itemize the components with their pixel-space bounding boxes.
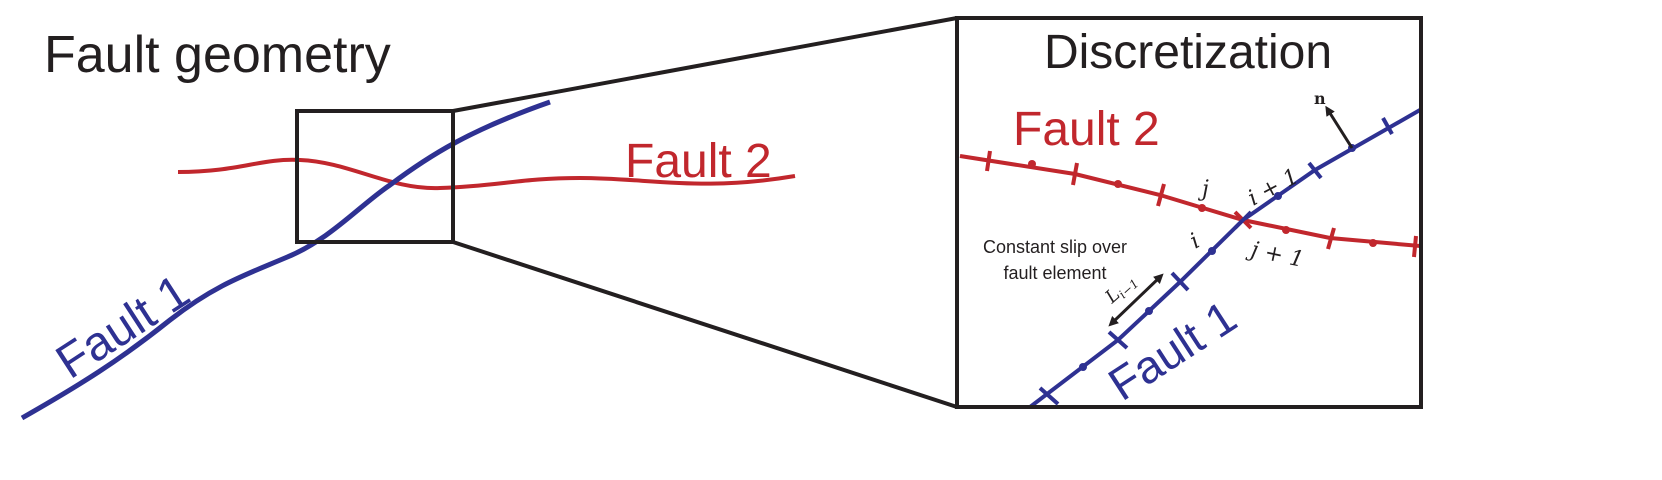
fault2-tick (1156, 183, 1166, 207)
fault2-tick (985, 150, 992, 172)
zoom-region-box (295, 109, 455, 244)
fault2-label-left: Fault 2 (625, 135, 772, 188)
fault1-node (1145, 307, 1153, 315)
intersection-marker (1233, 210, 1253, 230)
fault1-node (1208, 247, 1216, 255)
fault2-label-right: Fault 2 (1013, 103, 1160, 156)
fault2-node (1369, 239, 1377, 247)
zoom-connector-top (452, 16, 958, 113)
fault2-node (1028, 160, 1036, 168)
fault1-tick (1170, 271, 1190, 292)
fault2-tick (1412, 235, 1418, 258)
element-length-arrow (1108, 273, 1164, 327)
fault1-label-left: Fault 1 (47, 265, 199, 389)
fault1-tick (1038, 386, 1060, 406)
fault2-tick (1071, 162, 1079, 186)
normal-vector-arrow (1325, 105, 1354, 149)
zoom-panel-frame (955, 16, 1423, 409)
fault2-element-ticks (985, 150, 1418, 258)
fault1-tick (1307, 161, 1323, 180)
fault2-tick (1326, 227, 1336, 250)
right-panel-title: Discretization (1044, 26, 1332, 79)
normal-vector-label: n (1314, 89, 1326, 108)
fault1-element-ticks (1038, 117, 1394, 406)
fault2-node (1114, 180, 1122, 188)
annotation-line-2: fault element (1003, 263, 1106, 283)
fault1-node (1079, 363, 1087, 371)
fault2-collocation-points (1028, 160, 1377, 247)
fault2-node (1282, 226, 1290, 234)
annotation-line-1: Constant slip over (983, 237, 1127, 257)
fault2-curve-left (177, 157, 796, 191)
left-panel-title: Fault geometry (44, 26, 391, 84)
fault1-curve-left (20, 99, 551, 421)
fault1-node (1274, 192, 1282, 200)
fault1-tick (1107, 330, 1129, 350)
fault2-node (1198, 204, 1206, 212)
zoom-connector-bottom (452, 240, 958, 409)
fault1-tick (1381, 117, 1394, 135)
